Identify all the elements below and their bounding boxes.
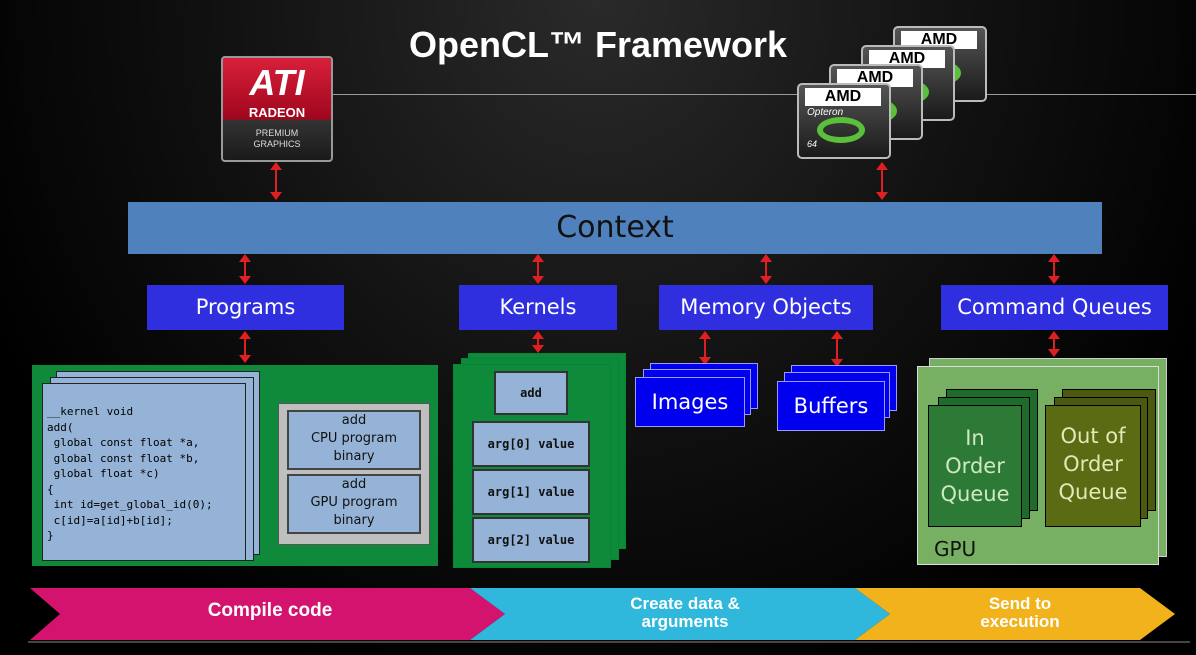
in-order-queue-line: In: [965, 426, 985, 450]
code-line: global float *c): [47, 467, 160, 480]
send-execution-label: Send to execution: [980, 594, 1060, 631]
ati-context-arrow: [270, 162, 282, 200]
code-line: add(: [47, 420, 74, 434]
amd-badge-label: AMD: [805, 88, 881, 106]
kernel-arg-0: arg[0] value: [472, 421, 590, 467]
code-line: c[id]=a[id]+b[id];: [47, 513, 173, 527]
images-box: Images: [635, 377, 745, 427]
amd-badge-front: AMD Opteron 64: [797, 83, 891, 159]
ati-logo-line1: RADEON: [248, 105, 306, 120]
ati-logo-line3: GRAPHICS: [253, 139, 301, 149]
context-programs-arrow: [239, 254, 251, 284]
ati-radeon-logo: ATI RADEON PREMIUM GRAPHICS: [221, 56, 333, 162]
binaries-frame: add CPU program binary add GPU program b…: [278, 403, 430, 545]
kernels-panel: add arg[0] value arg[1] value arg[2] val…: [453, 364, 611, 568]
gpu-binary-box: add GPU program binary: [287, 474, 421, 534]
programs-box: Programs: [147, 285, 344, 330]
kernels-box: Kernels: [459, 285, 617, 330]
gpu-binary-line: GPU program: [310, 495, 398, 510]
create-stage-arrow: [470, 588, 890, 640]
programs-panel: __kernel void add( global const float *a,…: [32, 365, 438, 566]
gpu-binary-line: add: [341, 477, 367, 492]
code-line: int id=get_global_id(0);: [47, 498, 213, 511]
amd-badge-label: AMD: [901, 31, 977, 49]
gpu-binary-line: binary: [333, 513, 375, 528]
amd-ring-icon: [817, 117, 865, 143]
code-line: global const float *b,: [47, 451, 200, 465]
queues-panel-arrow: [1048, 331, 1060, 357]
images-arrow: [699, 331, 711, 365]
compile-code-label: Compile code: [207, 600, 333, 621]
out-of-order-queue: Out of Order Queue: [1045, 405, 1141, 527]
cpu-binary-line: add: [341, 413, 367, 428]
ati-logo-brand: ATI: [249, 62, 305, 103]
kernel-arg-1: arg[1] value: [472, 469, 590, 515]
memory-objects-box: Memory Objects: [659, 285, 873, 330]
command-queues-box: Command Queues: [941, 285, 1168, 330]
kernel-arg-2: arg[2] value: [472, 517, 590, 563]
code-line: }: [47, 529, 54, 542]
in-order-queue: In Order Queue: [928, 405, 1022, 527]
gpu-label: GPU: [934, 537, 977, 561]
in-order-queue-line: Queue: [940, 482, 1010, 506]
amd-badge-label: AMD: [869, 50, 945, 68]
out-of-order-queue-line: Out of: [1060, 424, 1126, 448]
cpu-binary-line: binary: [333, 449, 375, 464]
kernel-source-page: __kernel void add( global const float *a,…: [42, 383, 246, 561]
kernel-name-box: add: [494, 371, 568, 415]
cpu-binary-box: add CPU program binary: [287, 410, 421, 470]
amd-product-label: Opteron: [807, 107, 844, 118]
ati-logo-line2: PREMIUM: [255, 128, 299, 138]
amd-badge-64: 64: [807, 139, 818, 149]
command-queues-panel: In Order Queue Out of Order Queue GPU: [917, 366, 1159, 565]
kernel-source-code: __kernel void add( global const float *a,…: [47, 404, 213, 544]
stage-chevrons: [28, 588, 1190, 643]
code-line: {: [47, 482, 54, 496]
context-bar: Context: [128, 202, 1102, 254]
code-line: global const float *a,: [47, 436, 200, 449]
context-queues-arrow: [1048, 254, 1060, 284]
create-data-label: Create data & arguments: [630, 594, 740, 631]
out-of-order-queue-line: Queue: [1058, 480, 1128, 504]
send-stage-arrow: [855, 588, 1175, 640]
title-underline: [330, 94, 1196, 95]
context-memory-arrow: [760, 254, 772, 284]
amd-badge-label: AMD: [837, 69, 913, 87]
in-order-queue-line: Order: [945, 454, 1005, 478]
kernels-panel-arrow: [532, 331, 544, 353]
buffers-arrow: [831, 331, 843, 367]
cpu-binary-line: CPU program: [310, 431, 398, 446]
code-line: __kernel void: [47, 405, 134, 418]
compile-stage-arrow: [30, 588, 505, 640]
context-kernels-arrow: [532, 254, 544, 284]
buffers-box: Buffers: [777, 381, 885, 431]
slide-title: OpenCL™ Framework: [408, 24, 788, 65]
out-of-order-queue-line: Order: [1063, 452, 1123, 476]
programs-panel-arrow: [239, 331, 251, 363]
amd-context-arrow: [876, 162, 888, 200]
